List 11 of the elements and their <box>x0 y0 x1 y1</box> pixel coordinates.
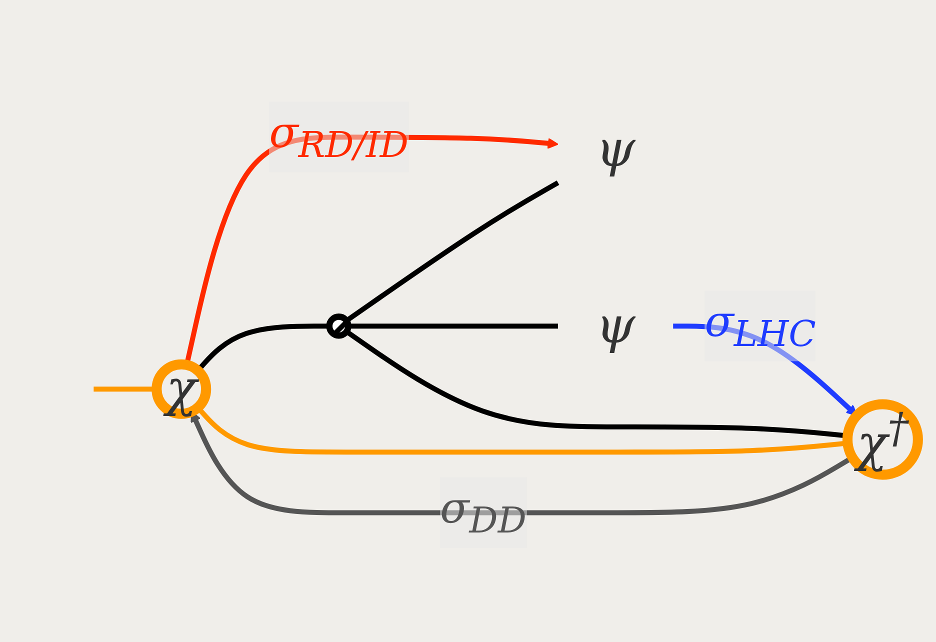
node-circle: χ$^{†}$ <box>842 400 923 480</box>
node-circle <box>326 314 352 340</box>
node-text: ψ <box>596 298 636 356</box>
arrow <box>673 324 858 416</box>
edge-label: σ$_{LHC}$ <box>704 297 816 356</box>
connector <box>348 324 558 329</box>
edge-label: σ$_{RD/ID}$ <box>269 108 409 166</box>
node-text: ψ <box>596 121 636 180</box>
connector <box>345 180 560 324</box>
edge-label: σ$_{DD}$ <box>440 484 527 542</box>
node-circle: χ <box>152 360 212 420</box>
